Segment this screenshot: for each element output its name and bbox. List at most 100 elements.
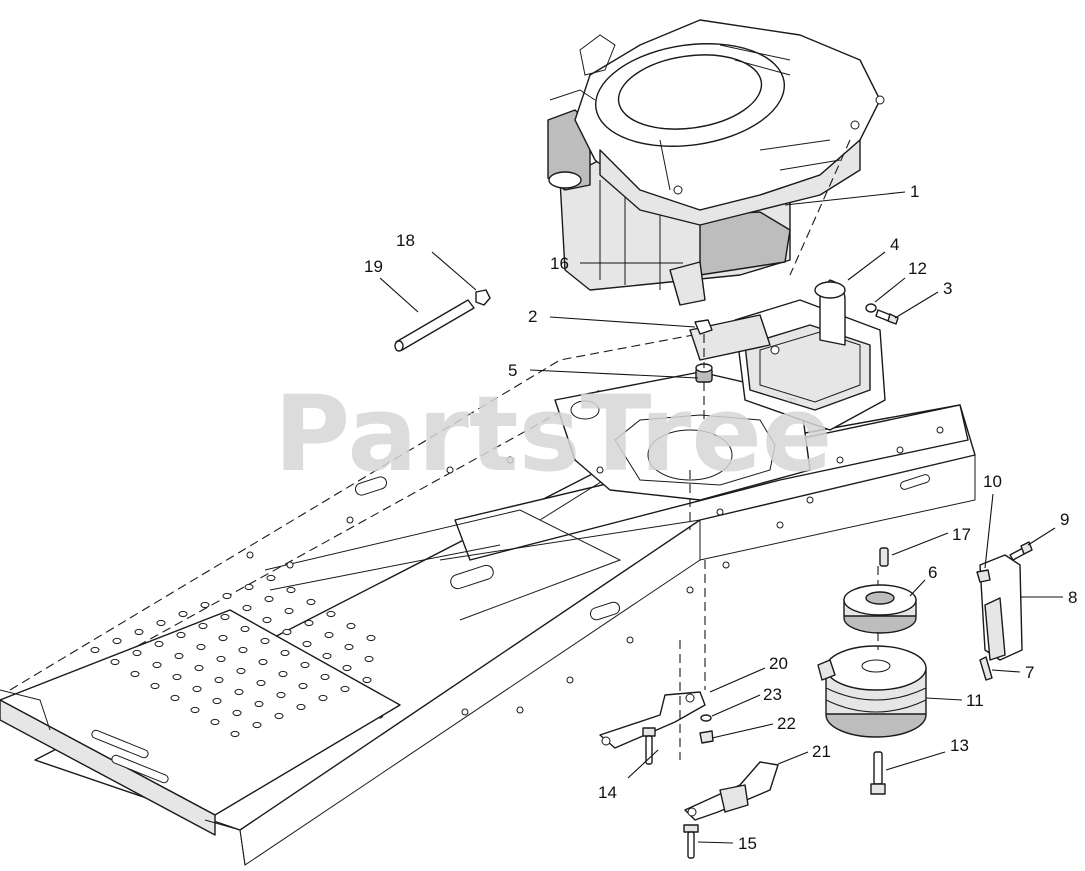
footrest-hole — [340, 685, 350, 693]
footrest-hole — [200, 601, 210, 609]
footrest-hole — [236, 667, 246, 675]
footrest-hole — [134, 628, 144, 636]
footrest-hole — [130, 670, 140, 678]
callout-9: 9 — [1060, 510, 1069, 529]
footrest-hole — [90, 646, 100, 654]
footrest-hole — [322, 652, 332, 660]
callout-15: 15 — [738, 834, 757, 853]
part-23-washer — [700, 714, 712, 722]
footrest-hole — [174, 652, 184, 660]
callout-6: 6 — [928, 563, 937, 582]
footrest-hole — [154, 640, 164, 648]
footrest-hole — [152, 661, 162, 669]
footrest-hole — [170, 694, 180, 702]
footrest-hole — [194, 664, 204, 672]
part-21-arm — [684, 761, 779, 821]
footrest-hole — [234, 688, 244, 696]
footrest-hole — [342, 664, 352, 672]
callout-13: 13 — [950, 736, 969, 755]
part-15-bolt — [683, 824, 699, 859]
engine — [547, 19, 885, 306]
footrest-hole — [366, 634, 376, 642]
callout-19: 19 — [364, 257, 383, 276]
callout-2: 2 — [528, 307, 537, 326]
footrest-hole — [324, 631, 334, 639]
callout-23: 23 — [763, 685, 782, 704]
part-13-bolt — [870, 751, 886, 795]
footrest-hole — [344, 643, 354, 651]
callout-12: 12 — [908, 259, 927, 278]
part-2-nut — [694, 319, 713, 335]
footrest-hole — [216, 655, 226, 663]
callout-5: 5 — [508, 361, 517, 380]
footrest-hole — [264, 595, 274, 603]
footrest-hole — [286, 586, 296, 594]
footrest-hole — [318, 694, 328, 702]
footrest-hole — [306, 598, 316, 606]
part-3-bolt — [875, 309, 899, 325]
footrest-hole — [242, 604, 252, 612]
part-11-clutch — [817, 645, 927, 738]
watermark: PartsTree ™ — [274, 373, 832, 495]
callout-1: 1 — [910, 182, 919, 201]
footrest-hole — [196, 643, 206, 651]
callout-8: 8 — [1068, 588, 1077, 607]
footrest-hole — [252, 721, 262, 729]
footrest-hole — [346, 622, 356, 630]
footrest-hole — [222, 592, 232, 600]
footrest-hole — [112, 637, 122, 645]
callout-3: 3 — [943, 279, 952, 298]
callout-11: 11 — [966, 691, 984, 710]
footrest-hole — [244, 583, 254, 591]
footrest-hole — [284, 607, 294, 615]
callout-14: 14 — [598, 783, 617, 802]
footrest-hole — [266, 574, 276, 582]
footrest-hole — [362, 676, 372, 684]
leader-lines — [379, 191, 1063, 844]
footrest-hole — [240, 625, 250, 633]
muffler — [689, 279, 886, 431]
part-19-rod — [394, 299, 475, 352]
callout-16: 16 — [550, 254, 569, 273]
footrest-hole — [220, 613, 230, 621]
part-7-clip — [979, 656, 993, 681]
part-8-bracket — [979, 554, 1023, 661]
footrest-hole — [298, 682, 308, 690]
footrest-hole — [156, 619, 166, 627]
footrest-hole — [300, 661, 310, 669]
footrest-hole — [320, 673, 330, 681]
footrest-hole — [262, 616, 272, 624]
part-6-pulley — [843, 584, 917, 634]
callout-22: 22 — [777, 714, 796, 733]
footrest-hole — [260, 637, 270, 645]
part-9-bolt — [1009, 541, 1033, 561]
part-20-arm — [599, 691, 706, 749]
footrest-hole — [212, 697, 222, 705]
callout-18: 18 — [396, 231, 415, 250]
footrest-hole — [364, 655, 374, 663]
footrest-hole — [110, 658, 120, 666]
callout-10: 10 — [983, 472, 1002, 491]
footrest-holes — [90, 574, 376, 738]
callout-7: 7 — [1025, 663, 1034, 682]
callout-20: 20 — [769, 654, 788, 673]
footrest-hole — [304, 619, 314, 627]
footrest-hole — [214, 676, 224, 684]
alignment-lines — [679, 139, 879, 760]
footrest-hole — [132, 649, 142, 657]
footrest-hole — [172, 673, 182, 681]
footrest-hole — [190, 706, 200, 714]
part-22-nut — [699, 730, 714, 744]
footrest-hole — [276, 691, 286, 699]
footrest-hole — [192, 685, 202, 693]
footrest-plate — [0, 574, 401, 866]
footrest-hole — [150, 682, 160, 690]
footrest-hole — [254, 700, 264, 708]
footrest-hole — [230, 730, 240, 738]
footrest-hole — [178, 610, 188, 618]
footrest-hole — [232, 709, 242, 717]
footrest-hole — [258, 658, 268, 666]
footrest-hole — [210, 718, 220, 726]
footrest-hole — [282, 628, 292, 636]
